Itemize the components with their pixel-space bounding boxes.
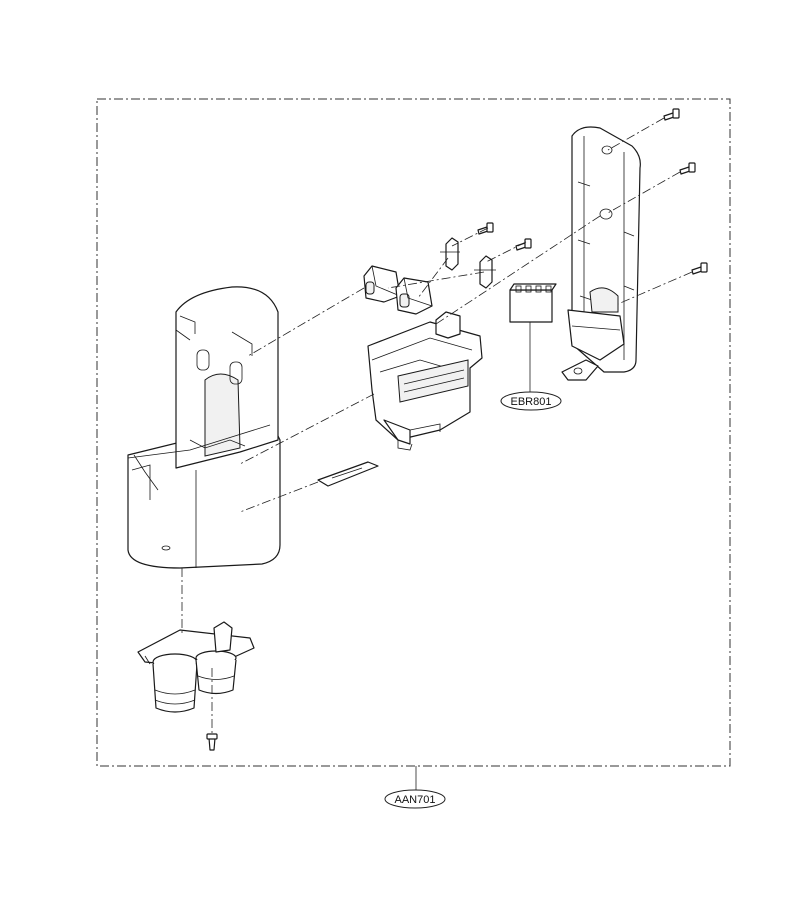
- right-back-cover: [561, 126, 641, 381]
- pcb-label: EBR801: [500, 391, 562, 411]
- pcb-board: [509, 283, 557, 323]
- screw-right-top: [663, 108, 680, 121]
- assembly-boundary-frame: [96, 98, 731, 767]
- assembly-center-lines: [181, 117, 693, 734]
- assembly-label-text: AAN701: [395, 794, 436, 806]
- clip-lower: [474, 255, 496, 289]
- cup-holder: [137, 621, 255, 713]
- screw-right-lower: [691, 262, 708, 275]
- screw-clip: [477, 222, 494, 235]
- latch-plate: [317, 461, 379, 487]
- screw-bottom: [206, 733, 218, 751]
- assembly-label: AAN701: [384, 789, 446, 809]
- inner-tray: [367, 311, 483, 451]
- clip-upper: [440, 237, 460, 271]
- pcb-label-text: EBR801: [511, 396, 552, 408]
- left-housing: [127, 286, 281, 569]
- connector-block-left: [363, 265, 401, 303]
- connector-block-right: [395, 277, 433, 315]
- screw-middle: [515, 238, 532, 251]
- screw-right-middle: [679, 162, 696, 175]
